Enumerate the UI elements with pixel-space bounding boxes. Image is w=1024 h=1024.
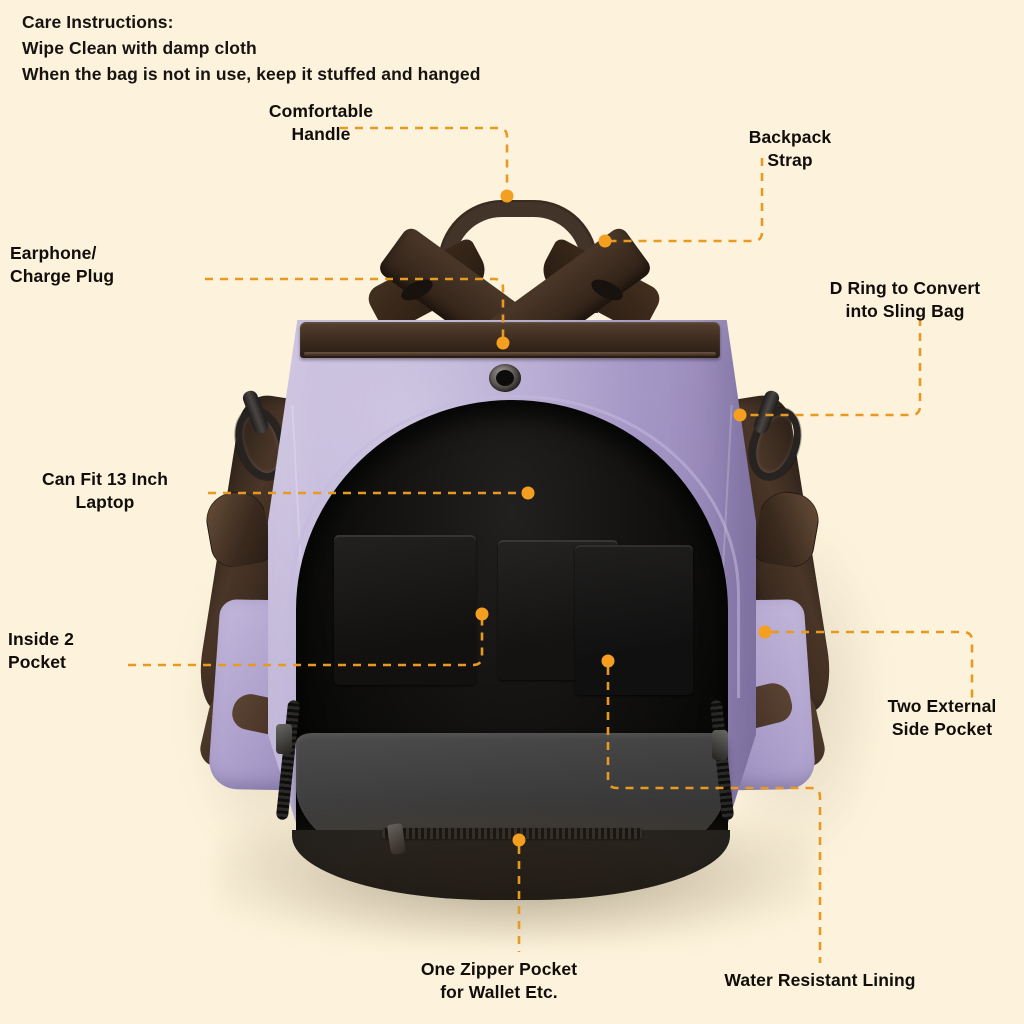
callout-label-laptop-fit: Can Fit 13 Inch Laptop <box>42 469 168 513</box>
callout-label-d-ring-sling: D Ring to Convert into Sling Bag <box>829 278 981 322</box>
earphone-charge-port-icon <box>489 364 521 392</box>
care-line-title: Care Instructions: <box>22 12 174 32</box>
side-zipper-pull-right-icon <box>712 730 728 760</box>
top-trim-seam <box>304 352 716 356</box>
side-zipper-pull-left-icon <box>276 724 292 754</box>
callout-label-earphone-charge-plug: Earphone/ Charge Plug <box>10 243 115 287</box>
inside-pocket-back <box>575 545 693 695</box>
callout-label-backpack-strap: Backpack Strap <box>748 127 832 171</box>
care-instructions: Care Instructions: Wipe Clean with damp … <box>22 10 722 88</box>
callout-label-two-external-side-pocket: Two External Side Pocket <box>887 696 997 740</box>
inside-pocket-one <box>334 535 476 685</box>
care-line-storage: When the bag is not in use, keep it stuf… <box>22 63 481 84</box>
callout-label-inside-2-pocket: Inside 2 Pocket <box>8 629 74 673</box>
shadow-ground <box>215 815 815 945</box>
wallet-zipper <box>382 828 642 839</box>
callout-label-one-zipper-pocket: One Zipper Pocket for Wallet Etc. <box>420 959 578 1003</box>
callout-label-water-resistant-lining: Water Resistant Lining <box>724 970 916 990</box>
callout-label-comfortable-handle: Comfortable Handle <box>268 101 374 145</box>
care-line-wipe: Wipe Clean with damp cloth <box>22 37 257 58</box>
